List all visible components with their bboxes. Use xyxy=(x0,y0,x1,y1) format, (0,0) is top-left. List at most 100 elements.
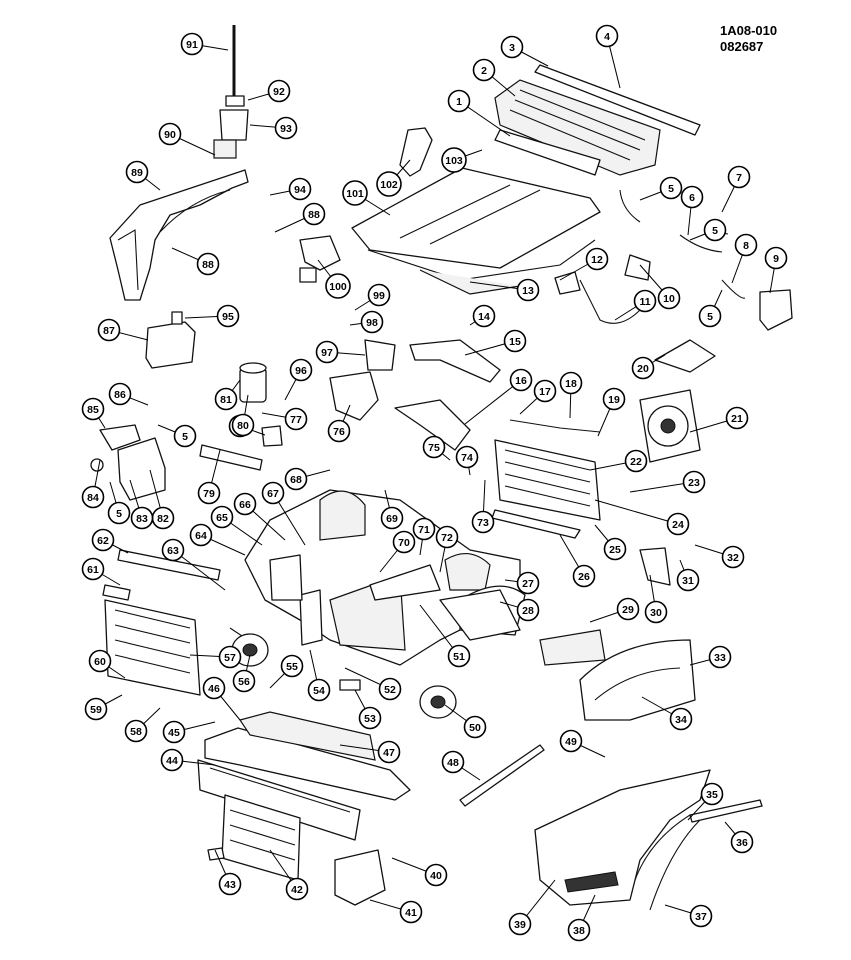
callout-circle xyxy=(125,160,149,184)
callout-circle xyxy=(232,669,256,693)
callout-1: 1 xyxy=(447,89,471,113)
callout-6: 6 xyxy=(680,185,704,209)
callout-52: 52 xyxy=(378,677,402,701)
cowl-vent-part xyxy=(494,64,701,176)
clip-part xyxy=(339,679,361,691)
callout-number: 40 xyxy=(430,870,442,882)
callout-number: 65 xyxy=(216,512,228,524)
callout-number: 91 xyxy=(186,39,198,51)
front-end-sheetmetal-part xyxy=(244,489,526,666)
callout-number: 83 xyxy=(136,513,148,525)
callout-circle xyxy=(455,445,479,469)
callout-46: 46 xyxy=(202,676,226,700)
callout-circle xyxy=(435,525,459,549)
right-fender-part xyxy=(534,769,763,911)
callout-number: 58 xyxy=(130,726,142,738)
callout-number: 53 xyxy=(364,713,376,725)
latch-plate-part xyxy=(364,339,396,371)
callout-number: 8 xyxy=(743,240,749,252)
callout-number: 88 xyxy=(202,259,214,271)
callout-circle xyxy=(210,505,234,529)
callout-circle xyxy=(721,545,745,569)
callout-103: 103 xyxy=(441,147,467,173)
callout-number: 3 xyxy=(509,42,515,54)
hose-part xyxy=(619,189,641,223)
callout-88: 88 xyxy=(196,252,220,276)
cable-part xyxy=(509,419,601,433)
callout-102: 102 xyxy=(376,171,402,197)
callout-number: 98 xyxy=(366,317,378,329)
callout-number: 5 xyxy=(116,508,122,520)
callout-circle xyxy=(274,116,298,140)
callout-circle xyxy=(472,304,496,328)
callout-circle xyxy=(285,877,309,901)
callout-circle xyxy=(327,419,351,443)
hose-part xyxy=(721,279,746,299)
callout-58: 58 xyxy=(124,719,148,743)
callout-54: 54 xyxy=(307,678,331,702)
callout-5: 5 xyxy=(698,304,722,328)
bracket-part xyxy=(261,425,283,447)
radiator-support-part xyxy=(394,399,471,451)
callout-70: 70 xyxy=(392,530,416,554)
callout-84: 84 xyxy=(81,485,105,509)
callout-circle xyxy=(764,246,788,270)
callout-number: 2 xyxy=(481,65,487,77)
callout-circle xyxy=(659,176,683,200)
callout-number: 25 xyxy=(609,544,621,556)
callout-circle xyxy=(88,649,112,673)
callout-24: 24 xyxy=(666,512,690,536)
callout-39: 39 xyxy=(508,912,532,936)
callout-89: 89 xyxy=(125,160,149,184)
callout-circle xyxy=(516,598,540,622)
callout-number: 85 xyxy=(87,404,99,416)
callout-number: 103 xyxy=(445,155,463,167)
callout-circle xyxy=(682,470,706,494)
callout-circle xyxy=(572,564,596,588)
horn-part xyxy=(419,685,457,719)
callout-circle xyxy=(161,538,185,562)
callout-93: 93 xyxy=(274,116,298,140)
callout-circle xyxy=(380,506,404,530)
callout-circle xyxy=(669,707,693,731)
callout-81: 81 xyxy=(214,387,238,411)
callout-circle xyxy=(633,289,657,313)
callout-circle xyxy=(516,278,540,302)
callout-69: 69 xyxy=(380,506,404,530)
callout-57: 57 xyxy=(218,645,242,669)
callout-circle xyxy=(284,467,308,491)
callout-number: 62 xyxy=(97,535,109,547)
callout-circle xyxy=(503,329,527,353)
callout-number: 96 xyxy=(295,365,307,377)
callout-circle xyxy=(288,177,312,201)
callout-number: 17 xyxy=(539,386,551,398)
callout-26: 26 xyxy=(572,564,596,588)
callout-56: 56 xyxy=(232,669,256,693)
callout-76: 76 xyxy=(327,419,351,443)
reference-code: 1A08-010 xyxy=(720,23,778,38)
callout-99: 99 xyxy=(367,283,391,307)
callout-number: 70 xyxy=(398,537,410,549)
callout-circle xyxy=(202,676,226,700)
callout-66: 66 xyxy=(233,492,257,516)
callout-number: 44 xyxy=(166,755,178,767)
callout-number: 29 xyxy=(622,604,634,616)
callout-circle xyxy=(727,165,751,189)
callout-13: 13 xyxy=(516,278,540,302)
callout-circle xyxy=(302,202,326,226)
date-code: 082687 xyxy=(720,39,764,54)
callout-circle xyxy=(700,782,724,806)
bracket-part xyxy=(624,254,651,281)
callout-7: 7 xyxy=(727,165,751,189)
callout-36: 36 xyxy=(730,830,754,854)
callout-circle xyxy=(422,435,446,459)
callout-circle xyxy=(602,387,626,411)
callout-number: 13 xyxy=(522,285,534,297)
callout-88: 88 xyxy=(302,202,326,226)
callout-28: 28 xyxy=(516,598,540,622)
callout-61: 61 xyxy=(81,557,105,581)
callout-circle xyxy=(559,729,583,753)
callout-number: 64 xyxy=(195,530,207,542)
callout-68: 68 xyxy=(284,467,308,491)
callout-number: 33 xyxy=(714,652,726,664)
